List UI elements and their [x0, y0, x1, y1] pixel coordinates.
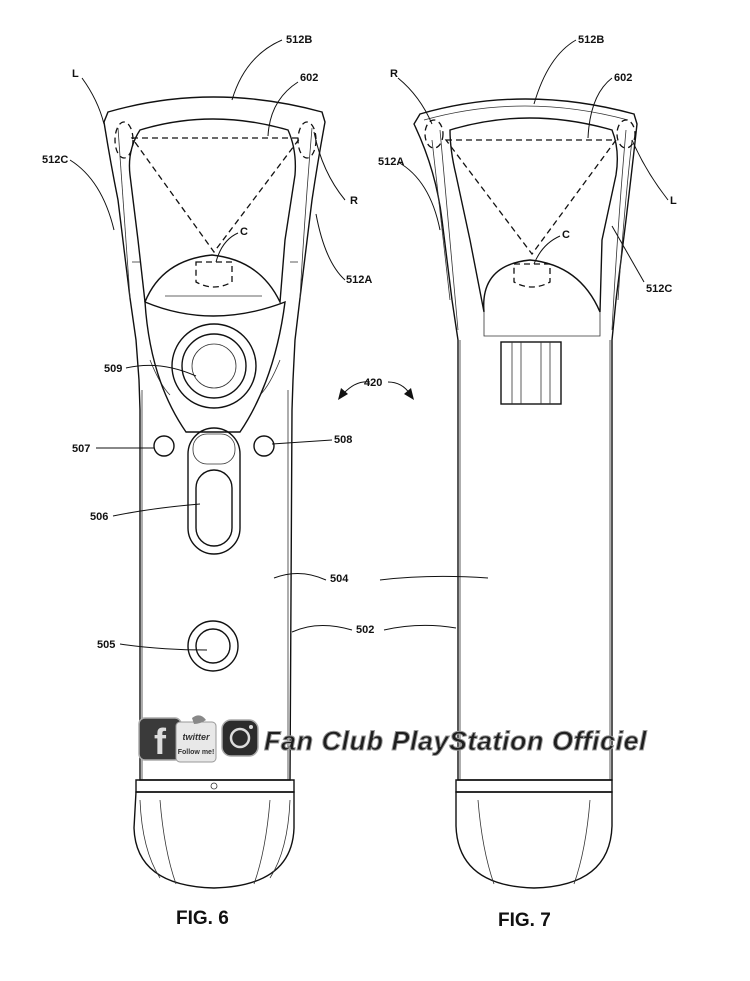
svg-text:Follow me!: Follow me!: [178, 749, 215, 756]
svg-text:C: C: [562, 229, 570, 241]
fig6-triangle-602: [130, 137, 302, 254]
fig6-right-emitter: [297, 121, 317, 159]
fig7-leaders: [397, 39, 669, 283]
svg-text:twitter: twitter: [183, 732, 210, 742]
fig6-controller: [103, 96, 326, 889]
svg-text:512B: 512B: [578, 34, 604, 46]
svg-text:512B: 512B: [286, 34, 312, 46]
twitter-badge: [175, 721, 217, 763]
svg-text:507: 507: [72, 443, 90, 455]
fig7-body-outline: [413, 98, 638, 781]
fig7-end-cap: [455, 791, 613, 889]
svg-text:R: R: [390, 68, 398, 80]
svg-text:508: 508: [334, 434, 352, 446]
fig7-right-emitter: [424, 119, 444, 149]
watermark: f twitter Follow me! Fan Club PlayStatio…: [138, 715, 647, 763]
fig6-sphere-opening: [128, 118, 297, 305]
fig7-sphere-opening: [449, 117, 619, 313]
svg-text:L: L: [670, 195, 677, 207]
svg-text:f: f: [154, 721, 167, 762]
fig7-bottom-band: [455, 779, 613, 793]
watermark-text: Fan Club PlayStation Officiel: [264, 726, 647, 756]
fig7-center-emitter: [513, 263, 551, 288]
svg-text:C: C: [240, 226, 248, 238]
fig6-trigger-506: [187, 427, 241, 555]
svg-text:602: 602: [614, 72, 632, 84]
svg-text:420: 420: [364, 377, 382, 389]
svg-text:505: 505: [97, 639, 115, 651]
svg-text:512A: 512A: [346, 274, 372, 286]
svg-text:L: L: [72, 68, 79, 80]
fig6-button-509-outer: [171, 323, 257, 409]
fig7-labels: 512B R 602 512A L C 512C: [378, 34, 677, 295]
fig6-button-housing: [144, 300, 286, 433]
svg-text:R: R: [350, 195, 358, 207]
rotation-arrow-420: 420: [338, 377, 414, 400]
svg-text:602: 602: [300, 72, 318, 84]
fig6-button-508: [253, 435, 275, 457]
fig6-center-emitter: [195, 261, 233, 288]
svg-text:504: 504: [330, 573, 349, 585]
fig7-label-plate: [500, 341, 562, 405]
svg-text:512C: 512C: [646, 283, 672, 295]
fig7-left-emitter: [616, 119, 636, 149]
fig6-left-emitter: [114, 121, 134, 159]
svg-text:502: 502: [356, 624, 374, 636]
instagram-icon: [221, 719, 259, 757]
fig6-body-outline: [103, 96, 326, 781]
fig6-button-509-inner: [191, 343, 237, 389]
fig6-labels: 512B 602 L 512C R C 512A 509 507 508 506…: [42, 34, 372, 651]
svg-text:509: 509: [104, 363, 122, 375]
fig6-leaders: [69, 39, 346, 651]
twitter-bird-icon: [192, 715, 206, 724]
svg-text:512C: 512C: [42, 154, 68, 166]
fig7-controller: [413, 98, 638, 889]
fig6-button-505: [187, 620, 239, 672]
fig6-button-507: [153, 435, 175, 457]
shared-leaders: 504 502: [273, 573, 489, 636]
fig7-caption: FIG. 7: [498, 910, 551, 931]
fig6-caption: FIG. 6: [176, 908, 229, 929]
fig6-bottom-band: [135, 779, 295, 793]
svg-text:512A: 512A: [378, 156, 404, 168]
svg-text:506: 506: [90, 511, 108, 523]
fig6-end-cap: [133, 791, 295, 889]
fig7-triangle-602: [444, 139, 618, 256]
